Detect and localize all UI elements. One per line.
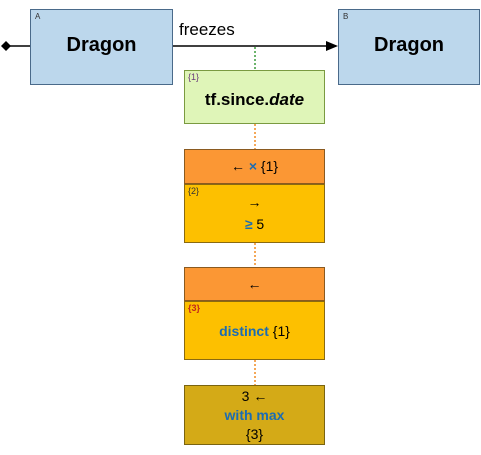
since-block-expression: tf.since.date bbox=[185, 90, 324, 110]
entity-right-name: Dragon bbox=[374, 34, 444, 56]
entity-left-name: Dragon bbox=[66, 34, 137, 56]
distinct-body-ref: {3} bbox=[188, 303, 201, 313]
relationship-label: freezes bbox=[179, 20, 235, 39]
withmax-arg: {3} bbox=[245, 426, 264, 442]
entity-right-corner-label: B bbox=[343, 12, 349, 21]
left-arrow-icon: ← bbox=[230, 158, 245, 174]
distinct-header-block[interactable]: ← bbox=[184, 267, 325, 301]
count-threshold: 5 bbox=[256, 216, 265, 232]
count-header-block[interactable]: ← × {1} bbox=[184, 149, 325, 184]
since-block[interactable]: {1} tf.since.date bbox=[184, 70, 325, 124]
withmax-block[interactable]: 3 ← with max {3} bbox=[184, 385, 325, 445]
entity-left[interactable]: A Dragon bbox=[30, 9, 173, 85]
count-header-content: ← × {1} bbox=[185, 158, 324, 174]
diamond-end-marker bbox=[1, 41, 11, 51]
distinct-keyword: distinct bbox=[219, 323, 269, 339]
entity-right[interactable]: B Dragon bbox=[338, 9, 480, 85]
left-arrow-icon: ← bbox=[247, 276, 262, 292]
since-italic: date bbox=[269, 90, 305, 109]
right-arrow-icon: → bbox=[247, 194, 262, 210]
since-prefix: tf.since. bbox=[204, 90, 270, 109]
withmax-top-line: 3 ← bbox=[185, 388, 324, 404]
distinct-expression: distinct {1} bbox=[185, 323, 324, 339]
count-header-ref: {1} bbox=[260, 158, 279, 174]
withmax-number: 3 bbox=[241, 388, 250, 404]
withmax-keyword: with max bbox=[224, 407, 285, 423]
count-condition: ≥ 5 bbox=[185, 216, 324, 232]
gte-operator: ≥ bbox=[244, 216, 253, 232]
entity-left-corner-label: A bbox=[35, 12, 41, 21]
arrowhead-marker bbox=[326, 41, 338, 51]
times-icon: × bbox=[248, 158, 258, 174]
since-block-ref: {1} bbox=[188, 72, 200, 82]
distinct-arg: {1} bbox=[272, 323, 290, 339]
left-arrow-icon: ← bbox=[253, 388, 268, 404]
count-body-block[interactable]: {2} → ≥ 5 bbox=[184, 184, 325, 243]
count-body-ref: {2} bbox=[188, 186, 200, 196]
distinct-body-block[interactable]: {3} distinct {1} bbox=[184, 301, 325, 360]
